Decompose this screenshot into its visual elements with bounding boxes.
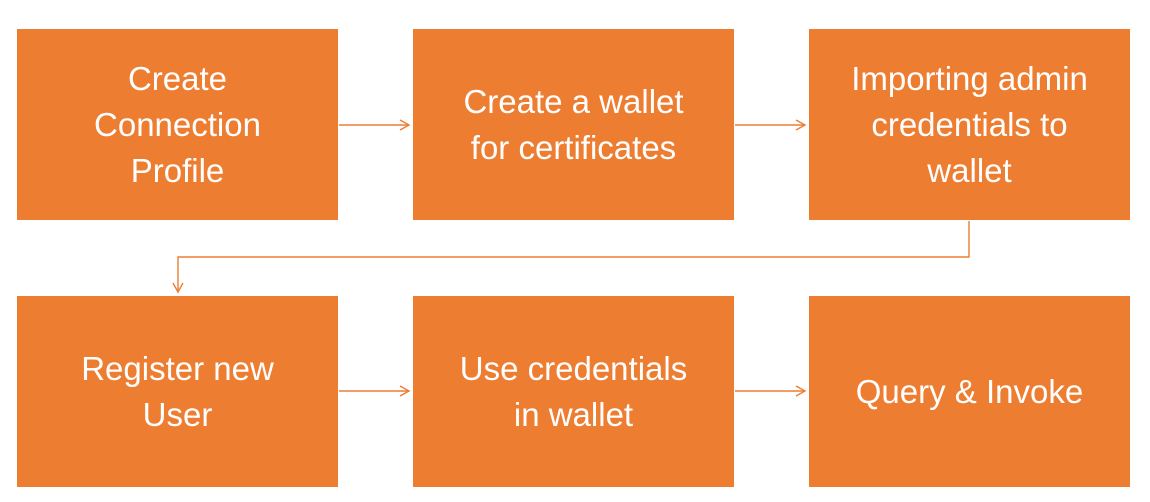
step-create-wallet: Create a wallet for certificates: [413, 29, 734, 220]
step-label: Create Connection Profile: [94, 59, 261, 189]
step-query-invoke: Query & Invoke: [809, 296, 1130, 487]
step-create-connection-profile: Create Connection Profile: [17, 29, 338, 220]
arrow-step3-to-step4: [172, 221, 970, 294]
step-label: Create a wallet for certificates: [463, 82, 684, 166]
step-use-credentials: Use credentials in wallet: [413, 296, 734, 487]
step-label: Importing admin credentials to wallet: [851, 59, 1088, 189]
step-label: Use credentials in wallet: [459, 349, 688, 433]
step-label: Register new User: [81, 349, 274, 433]
step-label: Query & Invoke: [855, 372, 1084, 410]
step-import-admin-credentials: Importing admin credentials to wallet: [809, 29, 1130, 220]
step-register-new-user: Register new User: [17, 296, 338, 487]
